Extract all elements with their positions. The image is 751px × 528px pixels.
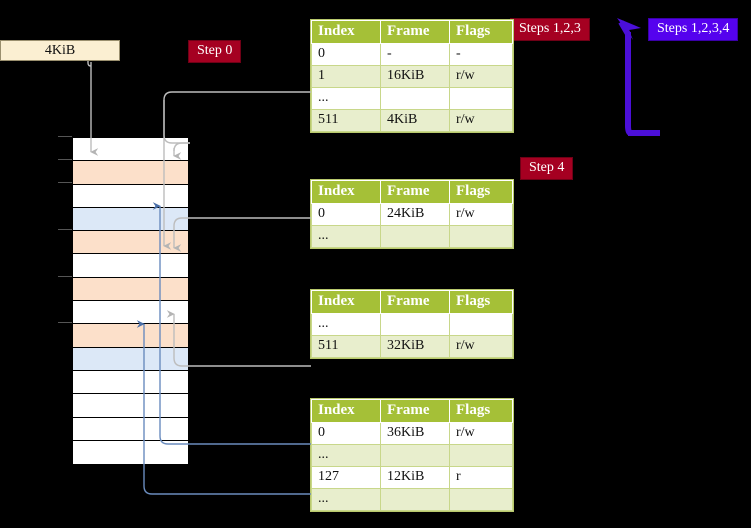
table-cell bbox=[380, 87, 450, 110]
physical-memory-column bbox=[71, 136, 190, 467]
memory-frame-row bbox=[73, 254, 188, 278]
memory-frame-row bbox=[73, 184, 188, 208]
memory-tick bbox=[58, 229, 72, 230]
column-header-index: Index bbox=[311, 180, 381, 204]
table-cell: r/w bbox=[449, 422, 513, 445]
table-cell: ... bbox=[311, 313, 381, 336]
table-cell: 36KiB bbox=[380, 422, 450, 445]
column-header-flags: Flags bbox=[449, 290, 513, 314]
badge-steps-1234: Steps 1,2,3,4 bbox=[649, 19, 738, 40]
table-cell bbox=[449, 444, 513, 467]
table-cell bbox=[380, 225, 450, 248]
table-row[interactable]: ... bbox=[311, 444, 513, 467]
table-cell: 16KiB bbox=[380, 65, 450, 88]
memory-frame-row bbox=[73, 277, 188, 302]
memory-frame-row bbox=[73, 161, 188, 185]
column-header-flags: Flags bbox=[449, 20, 513, 44]
memory-frame-row bbox=[73, 347, 188, 371]
column-header-frame: Frame bbox=[380, 20, 450, 44]
table-cell: 0 bbox=[311, 203, 381, 226]
column-header-frame: Frame bbox=[380, 180, 450, 204]
table-cell: ... bbox=[311, 225, 381, 248]
memory-frame-row bbox=[73, 417, 188, 441]
table-cell: ... bbox=[311, 488, 381, 511]
table-cell bbox=[380, 488, 450, 511]
memory-frame-row bbox=[73, 440, 188, 465]
badge-step-0: Step 0 bbox=[189, 41, 241, 62]
memory-tick bbox=[58, 276, 72, 277]
memory-frame-row bbox=[73, 138, 188, 162]
table-cell: 0 bbox=[311, 43, 381, 66]
table-cell: 511 bbox=[311, 335, 381, 358]
column-header-index: Index bbox=[311, 20, 381, 44]
column-header-index: Index bbox=[311, 290, 381, 314]
column-header-flags: Flags bbox=[449, 399, 513, 423]
table-row[interactable]: 0-- bbox=[311, 43, 513, 66]
table-cell: 511 bbox=[311, 109, 381, 132]
column-header-flags: Flags bbox=[449, 180, 513, 204]
table-cell: 127 bbox=[311, 466, 381, 489]
table-cell: r/w bbox=[449, 65, 513, 88]
table-row[interactable]: ... bbox=[311, 313, 513, 336]
table-cell: ... bbox=[311, 444, 381, 467]
table-cell: r/w bbox=[449, 335, 513, 358]
table-cell: 32KiB bbox=[380, 335, 450, 358]
table-cell: ... bbox=[311, 87, 381, 110]
memory-tick bbox=[58, 136, 72, 137]
badge-step-4: Step 4 bbox=[521, 158, 573, 179]
table-cell bbox=[449, 313, 513, 336]
memory-tick bbox=[58, 182, 72, 183]
table-cell bbox=[380, 313, 450, 336]
table-cell: 4KiB bbox=[380, 109, 450, 132]
table-cell: - bbox=[449, 43, 513, 66]
memory-tick bbox=[58, 322, 72, 323]
badge-steps-123: Steps 1,2,3 bbox=[511, 19, 589, 40]
table-cell: 24KiB bbox=[380, 203, 450, 226]
table-cell bbox=[449, 87, 513, 110]
table-row[interactable]: ... bbox=[311, 488, 513, 511]
memory-frame-row bbox=[73, 301, 188, 325]
memory-frame-row bbox=[73, 324, 188, 348]
table-cell: - bbox=[380, 43, 450, 66]
table-cell: r bbox=[449, 466, 513, 489]
table-row[interactable]: ... bbox=[311, 225, 513, 248]
memory-frame-row bbox=[73, 371, 188, 395]
table-cell bbox=[449, 488, 513, 511]
memory-frame-row bbox=[73, 207, 188, 232]
column-header-index: Index bbox=[311, 399, 381, 423]
table-cell bbox=[380, 444, 450, 467]
frame-label-4kib: 4KiB bbox=[0, 40, 120, 61]
table-cell: 12KiB bbox=[380, 466, 450, 489]
column-header-frame: Frame bbox=[380, 399, 450, 423]
memory-tick bbox=[58, 159, 72, 160]
column-header-frame: Frame bbox=[380, 290, 450, 314]
table-row[interactable]: ... bbox=[311, 87, 513, 110]
table-cell bbox=[449, 225, 513, 248]
table-cell: 1 bbox=[311, 65, 381, 88]
table-cell: r/w bbox=[449, 109, 513, 132]
table-cell: 0 bbox=[311, 422, 381, 445]
memory-frame-row bbox=[73, 394, 188, 418]
table-cell: r/w bbox=[449, 203, 513, 226]
memory-frame-row bbox=[73, 231, 188, 255]
